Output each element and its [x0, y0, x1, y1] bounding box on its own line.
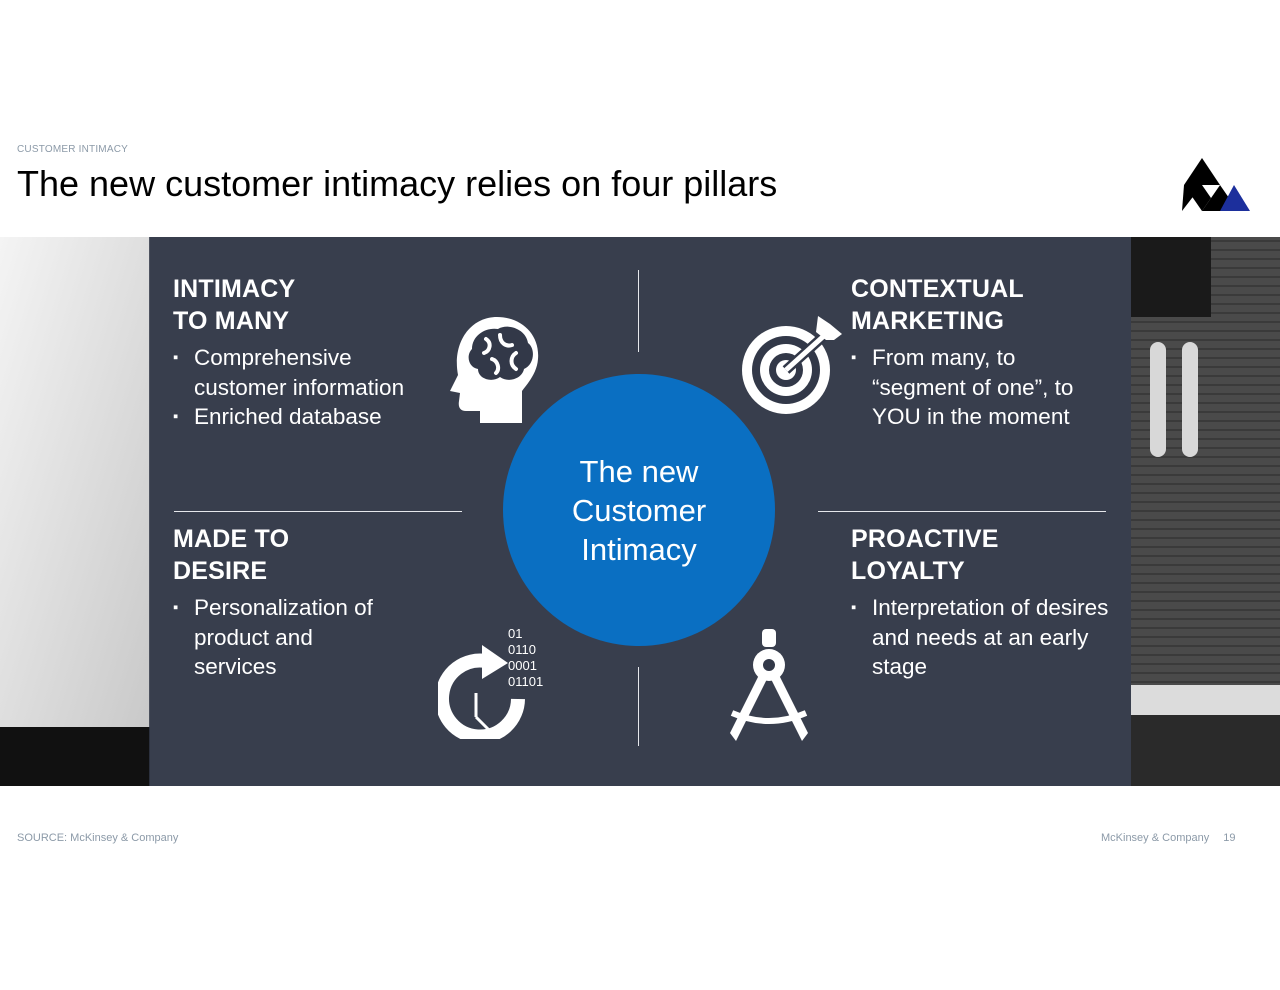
divider-top: [638, 270, 639, 352]
binary-line: 0001: [508, 658, 537, 673]
pillar-heading: INTIMACY TO MANY: [173, 273, 443, 337]
pillar-heading-line2: LOYALTY: [851, 557, 965, 585]
brain-head-icon: [450, 317, 539, 423]
divider-bottom: [638, 667, 639, 746]
footer-company-name: McKinsey & Company: [1101, 832, 1210, 844]
pillar-bullet: Comprehensive customer information: [173, 343, 443, 402]
binary-digits: 01 0110 0001 01101: [508, 626, 543, 690]
binary-line: 01: [508, 626, 523, 641]
binary-line: 0110: [508, 642, 536, 657]
pillar-contextual-marketing: CONTEXTUAL MARKETING From many, to “segm…: [851, 273, 1111, 432]
pillar-heading-line2: MARKETING: [851, 307, 1005, 335]
pillar-intimacy-to-many: INTIMACY TO MANY Comprehensive customer …: [173, 273, 443, 432]
pillar-heading: CONTEXTUAL MARKETING: [851, 273, 1111, 337]
pillar-bullets: Personalization of product and services: [173, 593, 383, 682]
pillar-proactive-loyalty: PROACTIVE LOYALTY Interpretation of desi…: [851, 523, 1113, 682]
compass-icon: [730, 629, 808, 741]
footer-source: SOURCE: McKinsey & Company: [17, 832, 179, 844]
pillar-heading: MADE TO DESIRE: [173, 523, 383, 587]
pillar-bullet: Interpretation of desires and needs at a…: [851, 593, 1113, 682]
pillar-heading-line1: MADE TO: [173, 525, 290, 553]
pillar-bullets: Interpretation of desires and needs at a…: [851, 593, 1113, 682]
header-kicker: CUSTOMER INTIMACY: [17, 144, 128, 155]
pillar-bullets: From many, to “segment of one”, to YOU i…: [851, 343, 1111, 432]
pillar-heading-line1: INTIMACY: [173, 275, 296, 303]
pillars-banner: INTIMACY TO MANY Comprehensive customer …: [0, 237, 1280, 786]
pillar-bullets: Comprehensive customer information Enric…: [173, 343, 443, 432]
center-label: The new Customer Intimacy: [571, 453, 707, 567]
pillar-heading: PROACTIVE LOYALTY: [851, 523, 1113, 587]
page-title: The new customer intimacy relies on four…: [17, 163, 778, 204]
target-icon: [742, 316, 842, 414]
pillar-bullet: From many, to “segment of one”, to YOU i…: [851, 343, 1111, 432]
center-circle: The new Customer Intimacy: [503, 374, 775, 646]
company-logo-icon: [1182, 158, 1250, 211]
page-number: 19: [1223, 832, 1236, 844]
divider-left: [174, 511, 462, 512]
pillar-heading-line1: CONTEXTUAL: [851, 275, 1024, 303]
pillar-heading-line2: DESIRE: [173, 557, 268, 585]
pillar-bullet: Enriched database: [173, 402, 443, 432]
pillar-made-to-desire: MADE TO DESIRE Personalization of produc…: [173, 523, 383, 682]
pillar-heading-line2: TO MANY: [173, 307, 290, 335]
pillar-bullet: Personalization of product and services: [173, 593, 383, 682]
pillar-heading-line1: PROACTIVE: [851, 525, 999, 553]
divider-right: [818, 511, 1106, 512]
footer-company: McKinsey & Company 19: [1101, 832, 1235, 844]
binary-line: 01101: [508, 674, 544, 689]
clock-refresh-icon: [438, 645, 525, 739]
